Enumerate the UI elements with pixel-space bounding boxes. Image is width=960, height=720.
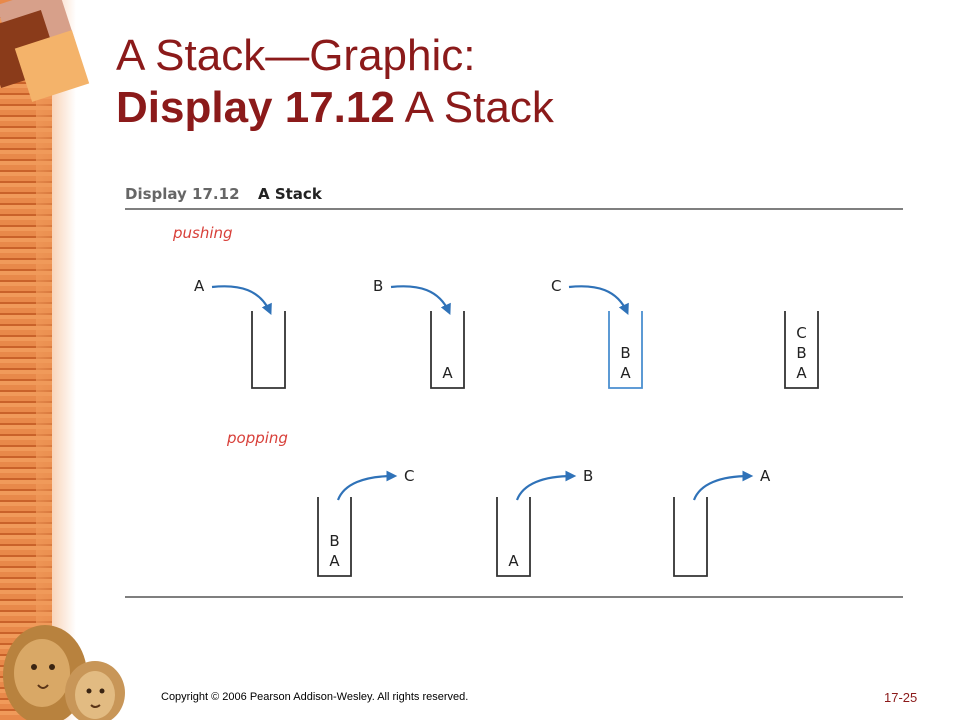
title-line-1: A Stack—Graphic:	[116, 31, 476, 80]
pop-stack-2-item: A	[508, 552, 519, 570]
push-arrow-3	[568, 285, 629, 316]
pushing-label: pushing	[172, 224, 233, 242]
pop-stack-1	[317, 497, 352, 577]
title-display-number: Display 17.12	[116, 83, 395, 132]
page-number: 17-25	[884, 690, 918, 705]
pop-outgoing-label-1: C	[404, 467, 414, 485]
push-stack-4	[784, 311, 819, 389]
push-stack-4-item: B	[796, 344, 806, 362]
push-incoming-label-1: A	[194, 277, 205, 295]
pop-arrow-3	[692, 470, 754, 501]
push-incoming-label-3: C	[551, 277, 561, 295]
pop-outgoing-label-2: B	[583, 467, 593, 485]
pop-arrow-1	[336, 470, 398, 501]
pop-arrow-2	[515, 470, 577, 501]
slide-title: A Stack—Graphic: Display 17.12 A Stack	[116, 30, 554, 134]
push-stack-3	[608, 311, 643, 389]
pop-stack-1-item: B	[329, 532, 339, 550]
push-arrow-2	[390, 285, 451, 316]
pop-stack-3	[673, 497, 708, 577]
figure-display-title: A Stack	[258, 185, 323, 203]
pop-stack-2	[496, 497, 531, 577]
push-stack-3-item: A	[620, 364, 631, 382]
push-incoming-label-2: B	[373, 277, 383, 295]
push-stack-2-item: A	[442, 364, 453, 382]
push-arrow-1	[211, 285, 272, 316]
copyright-notice: Copyright © 2006 Pearson Addison-Wesley.…	[161, 691, 469, 703]
figure-display-label: Display 17.12	[125, 185, 240, 203]
decorative-side-fade	[36, 0, 76, 720]
pop-outgoing-label-3: A	[760, 467, 771, 485]
lion-image	[3, 625, 125, 720]
popping-label: popping	[226, 429, 288, 447]
title-display-name: A Stack	[404, 83, 554, 132]
pop-stack-1-item: A	[329, 552, 340, 570]
push-stack-3-item: B	[620, 344, 630, 362]
push-stack-4-item: C	[796, 324, 806, 342]
push-stack-1	[251, 311, 286, 389]
push-stack-4-item: A	[796, 364, 807, 382]
push-stack-2	[430, 311, 465, 389]
